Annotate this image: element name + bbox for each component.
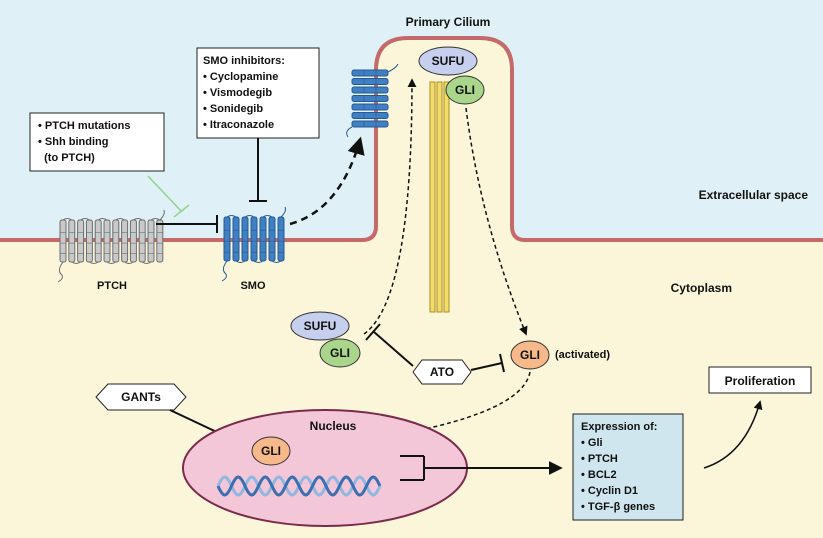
smo-receptor-ciliary	[346, 63, 399, 138]
extracellular-space-label: Extracellular space	[699, 188, 809, 202]
ptch-box-inhibition	[147, 175, 190, 218]
smo-label: SMO	[240, 280, 266, 292]
smo-inhibitor-1: • Cyclopamine	[203, 71, 278, 83]
ciliary-axoneme	[429, 81, 450, 313]
gli-activation-arrow	[465, 107, 528, 336]
proliferation-arrow	[703, 400, 763, 469]
ato-label: ATO	[430, 365, 454, 379]
expression-item-3: • BCL2	[581, 469, 617, 481]
ato-inhibits-active-gli	[470, 353, 505, 373]
primary-cilium-label: Primary Cilium	[406, 15, 491, 29]
ato-inhibits-complex	[365, 323, 414, 367]
dna-helix	[216, 475, 382, 497]
gants-label: GANTs	[121, 390, 161, 404]
cytoplasm-label: Cytoplasm	[671, 281, 732, 295]
expression-title: Expression of:	[581, 421, 657, 433]
transcription-activation	[400, 455, 563, 481]
nucleus-label: Nucleus	[310, 419, 357, 433]
ptch-box-line-3: (to PTCH)	[38, 152, 95, 164]
smo-inhibitor-3: • Sonidegib	[203, 103, 263, 115]
gli-label-cytoplasm: GLI	[330, 346, 350, 360]
smo-inhibitors-title: SMO inhibitors:	[203, 55, 285, 67]
complex-to-cilium-arrow	[363, 78, 417, 335]
smo-translocation-arrow	[289, 136, 365, 226]
ptch-info-box: • PTCH mutations • Shh binding (to PTCH)	[29, 112, 165, 172]
ptch-label: PTCH	[97, 280, 127, 292]
ptch-box-line-1: • PTCH mutations	[38, 120, 130, 132]
gli-activated: GLI (activated)	[510, 340, 610, 370]
ptch-box-line-2: • Shh binding	[38, 136, 108, 148]
expression-item-4: • Cyclin D1	[581, 485, 638, 497]
smo-inhibitor-2: • Vismodegib	[203, 87, 272, 99]
expression-item-1: • Gli	[581, 437, 603, 449]
gli-label-cilium: GLI	[455, 83, 475, 97]
smo-receptor	[221, 206, 286, 282]
smo-inhibitor-4: • Itraconazole	[203, 119, 274, 131]
ptch-receptor	[57, 209, 165, 283]
expression-box: Expression of: • Gli • PTCH • BCL2 • Cyc…	[572, 413, 684, 521]
smo-inhibitors-box: SMO inhibitors: • Cyclopamine • Vismodeg…	[196, 47, 320, 139]
ato-inhibitor: ATO	[412, 359, 472, 385]
gants-inhibitor: GANTs	[95, 383, 187, 411]
expression-item-5: • TGF-β genes	[581, 501, 655, 513]
smo-inhibitors-inhibit-smo	[249, 138, 267, 202]
proliferation-box: Proliferation	[708, 366, 812, 394]
gli-nucleus-label: GLI	[261, 444, 281, 458]
activated-note: (activated)	[555, 349, 610, 361]
ptch-inhibits-smo	[156, 215, 218, 233]
nucleus: Nucleus GLI	[182, 409, 468, 527]
proliferation-label: Proliferation	[725, 374, 796, 388]
sufu-label-cytoplasm: SUFU	[304, 319, 337, 333]
expression-item-2: • PTCH	[581, 453, 618, 465]
sufu-label-cilium: SUFU	[432, 54, 465, 68]
sufu-gli-complex-cytoplasm: SUFU GLI	[290, 311, 361, 368]
gli-activated-label: GLI	[520, 348, 540, 362]
cell-membrane	[0, 36, 823, 242]
sufu-gli-complex-cilium: SUFU GLI	[418, 46, 485, 105]
